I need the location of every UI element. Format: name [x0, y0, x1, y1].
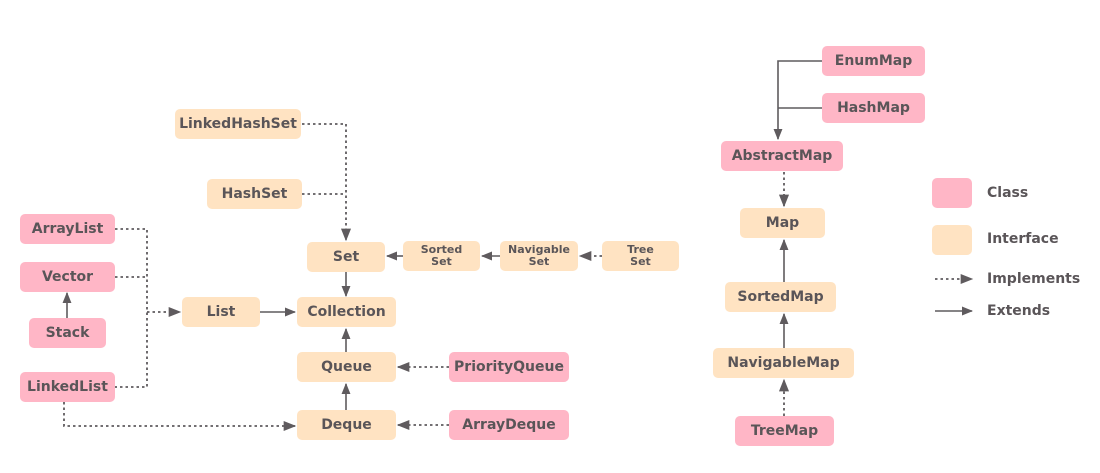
edge-enummap-abstractmap [773, 60, 822, 141]
legend-interface-label: Interface [987, 231, 1059, 247]
node-queue: Queue [297, 352, 396, 382]
node-vector: Vector [20, 262, 115, 292]
edge-linkedhashset-set [302, 123, 352, 242]
node-treemap: TreeMap [735, 416, 834, 446]
legend-extends-label: Extends [987, 303, 1051, 319]
edge-linkedlist-deque [63, 402, 297, 432]
node-map: Map [740, 208, 825, 238]
node-arraydeque: ArrayDeque [449, 410, 569, 440]
node-treeset: Tree Set [602, 241, 679, 271]
node-navigablemap: NavigableMap [713, 348, 854, 378]
node-sortedset: Sorted Set [403, 241, 480, 271]
node-list: List [182, 297, 260, 327]
legend-implements-label: Implements [987, 271, 1081, 287]
node-stack: Stack [29, 318, 106, 348]
node-hashmap: HashMap [822, 93, 925, 123]
node-navigableset: Navigable Set [500, 241, 578, 271]
edge-arraylist-list [115, 228, 148, 388]
node-deque: Deque [297, 410, 396, 440]
legend-class-swatch [932, 178, 972, 208]
node-sortedmap: SortedMap [725, 282, 836, 312]
node-hashset: HashSet [207, 179, 302, 209]
legend-class-label: Class [987, 185, 1029, 201]
node-collection: Collection [297, 297, 396, 327]
node-priorityqueue: PriorityQueue [449, 352, 569, 382]
node-linkedhashset: LinkedHashSet [175, 109, 301, 139]
node-linkedlist: LinkedList [20, 372, 115, 402]
legend-interface-swatch [932, 225, 972, 255]
node-enummap: EnumMap [822, 46, 925, 76]
node-set: Set [307, 242, 385, 272]
node-arraylist: ArrayList [20, 214, 115, 244]
node-abstractmap: AbstractMap [721, 141, 843, 171]
